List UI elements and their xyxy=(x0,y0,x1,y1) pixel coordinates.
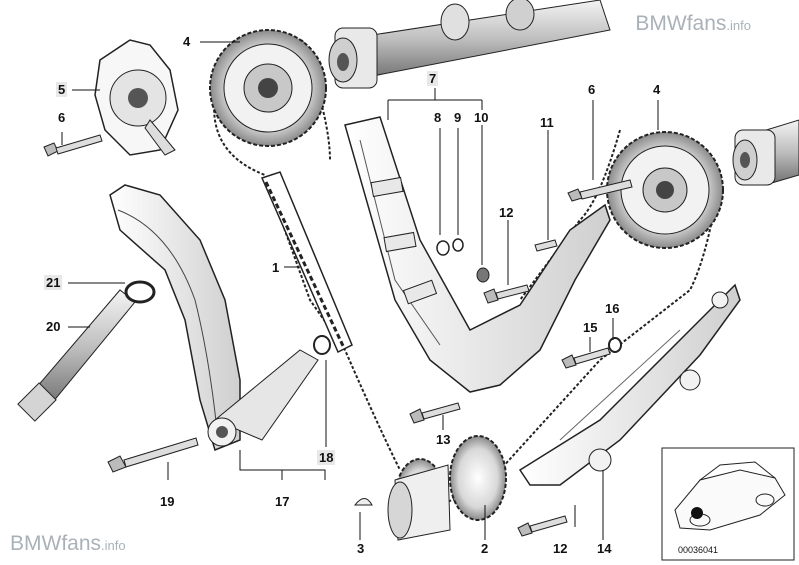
callout-10[interactable]: 10 xyxy=(472,110,491,125)
guide-arm xyxy=(207,335,331,447)
bolt-12-lower xyxy=(517,515,568,537)
bolt-12-upper xyxy=(483,239,558,304)
callout-2[interactable]: 2 xyxy=(479,541,491,556)
chain-guide-rail-large xyxy=(344,116,611,393)
watermark-bottom-suffix: .info xyxy=(101,538,126,553)
timing-chain-segment xyxy=(260,171,353,354)
callout-16[interactable]: 16 xyxy=(603,301,622,316)
callout-5[interactable]: 5 xyxy=(56,82,68,97)
crankshaft-sprocket xyxy=(387,435,507,541)
watermark-bottom-brand: BMWfans xyxy=(10,532,102,555)
left-camshaft xyxy=(328,0,611,89)
callout-17[interactable]: 17 xyxy=(273,494,292,509)
bolt-13 xyxy=(409,402,461,424)
callout-8[interactable]: 8 xyxy=(432,110,444,125)
watermark-bottom: BMWfans.info xyxy=(10,532,126,556)
callout-14[interactable]: 14 xyxy=(595,541,614,556)
vehicle-inset xyxy=(661,447,795,561)
right-camshaft-sprocket xyxy=(606,131,724,249)
leader-lines xyxy=(61,41,659,540)
watermark-top: BMWfans.info xyxy=(635,12,751,36)
callout-12-upper[interactable]: 12 xyxy=(497,205,516,220)
bolt-19 xyxy=(107,437,199,473)
callout-6-left[interactable]: 6 xyxy=(56,110,68,125)
callout-19[interactable]: 19 xyxy=(158,494,177,509)
bolt-6-right xyxy=(567,179,633,202)
sensor-wheel xyxy=(94,39,179,156)
tensioner-piston xyxy=(17,280,156,422)
callout-3[interactable]: 3 xyxy=(355,541,367,556)
tensioner-rail-left xyxy=(109,184,241,452)
right-camshaft xyxy=(732,119,799,186)
callout-21[interactable]: 21 xyxy=(44,275,63,290)
bolt-6-left xyxy=(43,134,103,157)
callout-1[interactable]: 1 xyxy=(270,260,282,275)
callout-9[interactable]: 9 xyxy=(452,110,464,125)
left-camshaft-sprocket xyxy=(209,29,327,147)
bolt-15 xyxy=(561,337,622,369)
callout-11[interactable]: 11 xyxy=(538,115,556,130)
callout-18[interactable]: 18 xyxy=(317,450,336,465)
callout-15[interactable]: 15 xyxy=(581,320,600,335)
callout-20[interactable]: 20 xyxy=(44,319,63,334)
callout-4-left[interactable]: 4 xyxy=(181,34,193,49)
watermark-top-brand: BMWfans xyxy=(635,12,727,35)
watermark-top-suffix: .info xyxy=(726,18,751,33)
washers xyxy=(436,238,490,283)
lower-guide-rail xyxy=(518,283,741,486)
callout-4-right[interactable]: 4 xyxy=(651,82,663,97)
callout-12-lower[interactable]: 12 xyxy=(551,541,570,556)
callout-7[interactable]: 7 xyxy=(427,71,439,86)
callout-13[interactable]: 13 xyxy=(434,432,453,447)
woodruff-key xyxy=(353,498,373,506)
diagram-code: 00036041 xyxy=(678,545,719,555)
callout-6-right[interactable]: 6 xyxy=(586,82,598,97)
